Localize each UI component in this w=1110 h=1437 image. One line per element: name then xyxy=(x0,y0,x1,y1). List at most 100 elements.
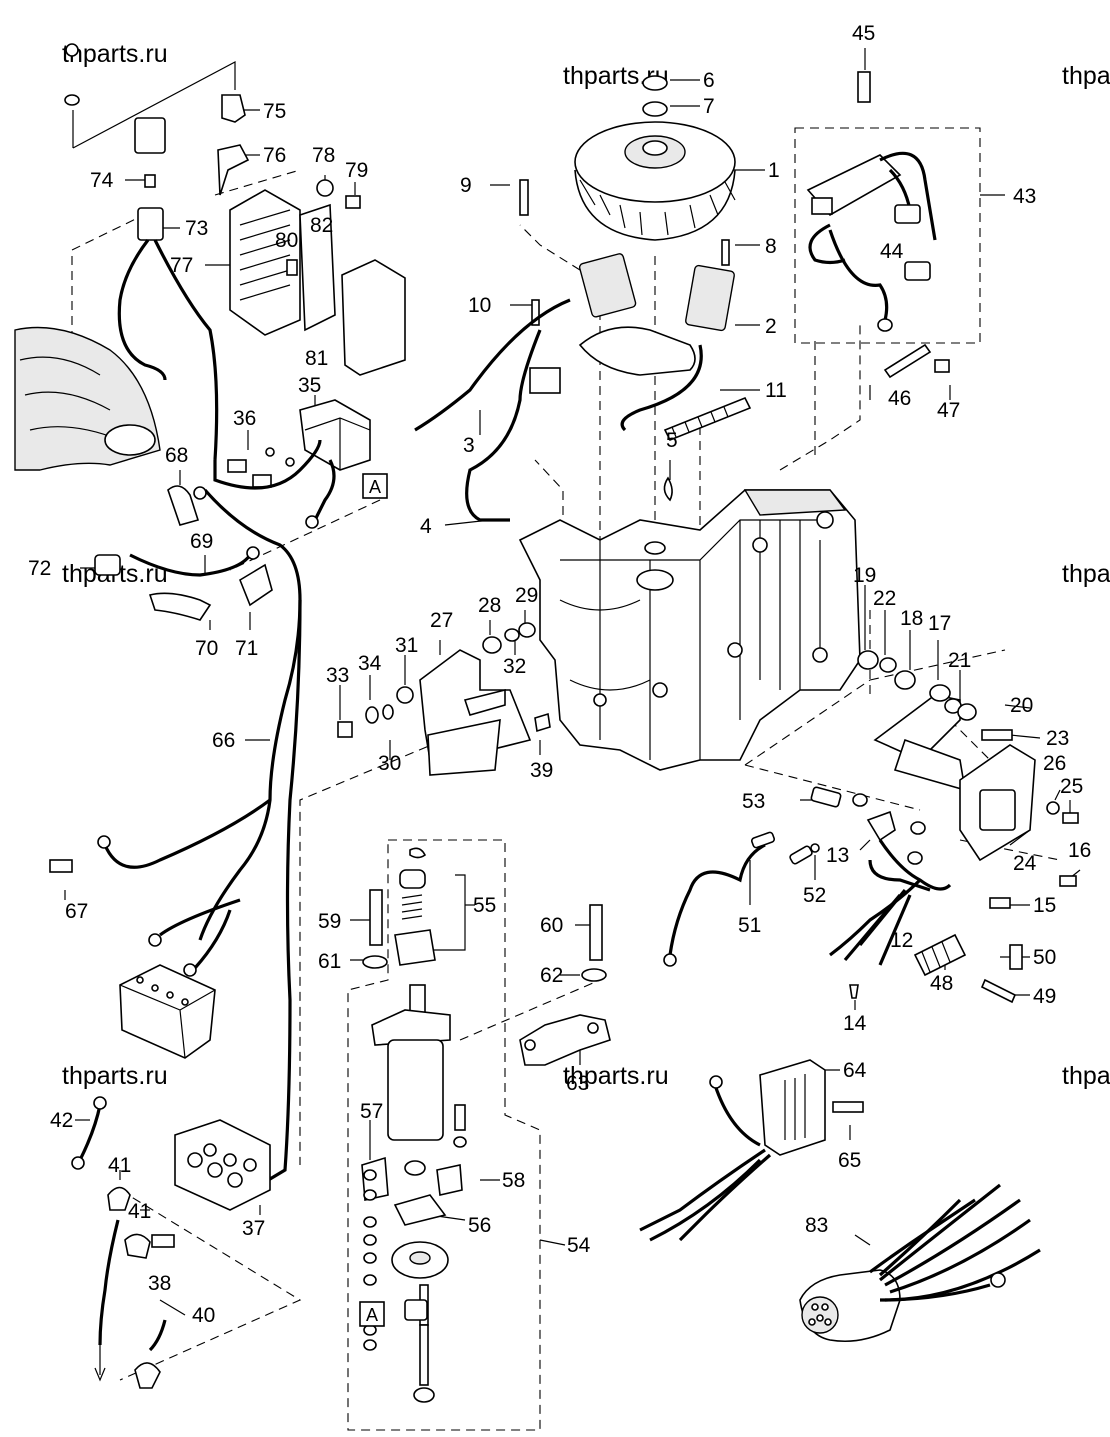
callout-label: 26 xyxy=(1043,752,1066,775)
callout-label: 62 xyxy=(540,964,563,987)
spacer-30 xyxy=(382,704,394,720)
bolt-47 xyxy=(934,359,950,373)
collar-78 xyxy=(316,179,334,197)
callout-label: 71 xyxy=(235,637,258,660)
callout-label: 4 xyxy=(420,515,432,538)
callout-label: 55 xyxy=(473,894,496,917)
callout-label: 9 xyxy=(460,174,472,197)
bolt-50 xyxy=(1009,944,1023,970)
switch-box-group xyxy=(71,1096,271,1389)
callout-label: 5 xyxy=(666,429,678,452)
callout-label: 34 xyxy=(358,652,382,675)
collar-55b xyxy=(399,869,426,889)
battery xyxy=(119,964,216,1059)
collar-22 xyxy=(879,657,897,673)
bolt-33 xyxy=(337,721,353,738)
callout-label: 1 xyxy=(768,159,780,182)
coil-group-outline xyxy=(794,127,981,344)
callout-label: 11 xyxy=(765,379,787,402)
bolt-38 xyxy=(151,1234,175,1248)
callout-label: 43 xyxy=(1013,185,1036,208)
brush-58 xyxy=(436,1164,463,1196)
grommet-28 xyxy=(482,636,502,654)
charge-coil xyxy=(578,253,637,318)
rectifier-64 xyxy=(759,1059,826,1156)
callout-label: 45 xyxy=(852,22,875,45)
callout-label: 16 xyxy=(1068,839,1091,862)
watermark-text: thparts.ru xyxy=(1062,560,1110,588)
washer-26 xyxy=(1046,801,1060,815)
bolt-25 xyxy=(1062,812,1079,824)
callout-label: 66 xyxy=(212,729,235,752)
nut-6 xyxy=(642,75,668,91)
callout-label: 20 xyxy=(1010,694,1033,717)
callout-label: 78 xyxy=(312,144,335,167)
washer-31 xyxy=(396,686,414,704)
ignition-coil xyxy=(806,71,950,379)
connector-box xyxy=(529,367,561,394)
bolt-59 xyxy=(369,889,383,946)
callout-label: 56 xyxy=(468,1214,491,1237)
plate-46 xyxy=(883,343,932,379)
ref-letter-a: A xyxy=(369,477,381,497)
callout-label: 65 xyxy=(838,1149,861,1172)
switch-box-37 xyxy=(174,1119,271,1211)
bolt-36a xyxy=(227,459,247,473)
bulb-41b xyxy=(124,1233,151,1259)
cover-81 xyxy=(341,259,406,376)
bolt-65 xyxy=(832,1101,864,1113)
bolt-15 xyxy=(989,897,1011,909)
callout-label: 53 xyxy=(742,790,765,813)
callout-label: 57 xyxy=(360,1100,383,1123)
sensor-53 xyxy=(810,786,842,808)
holder-56 xyxy=(393,1194,447,1226)
relay xyxy=(134,117,166,154)
callout-label: 27 xyxy=(430,609,453,632)
ref-letter-a: A xyxy=(366,1305,378,1325)
grommet-19 xyxy=(857,650,879,670)
callout-label: 15 xyxy=(1033,894,1056,917)
bracket-plate-27 xyxy=(337,622,551,776)
callout-label: 70 xyxy=(195,637,218,660)
callout-label: 80 xyxy=(275,229,298,252)
callout-label: 28 xyxy=(478,594,501,617)
watermark-text: thparts.ru xyxy=(62,1062,168,1090)
callout-label: 12 xyxy=(890,929,913,952)
bracket-76 xyxy=(217,144,250,196)
callout-label: 14 xyxy=(843,1012,867,1035)
callout-label: 32 xyxy=(503,655,526,678)
callout-label: 63 xyxy=(566,1072,589,1095)
grommet-18 xyxy=(894,670,916,690)
callout-label: 59 xyxy=(318,910,341,933)
callout-label: 81 xyxy=(305,347,328,370)
bulb-41a xyxy=(107,1186,131,1211)
callout-label: 37 xyxy=(242,1217,265,1240)
grommet-20 xyxy=(957,703,977,721)
connector-73 xyxy=(137,207,164,241)
bolt-79 xyxy=(345,195,361,209)
bracket-63 xyxy=(519,1014,611,1066)
fuse-74 xyxy=(144,174,156,188)
callout-label: 82 xyxy=(310,214,333,237)
callout-label: 47 xyxy=(937,399,960,422)
terminal-14 xyxy=(849,984,859,999)
bolt-9 xyxy=(519,179,529,216)
callout-label: 73 xyxy=(185,217,208,240)
callout-label: 76 xyxy=(263,144,286,167)
callout-label: 61 xyxy=(318,950,341,973)
callout-labels: 1 2 3 4 5 6 7 8 9 10 11 12 13 14 15 16 1… xyxy=(28,22,1091,1327)
bolt-60 xyxy=(589,904,603,961)
bolt-10 xyxy=(531,299,540,326)
relay-35 xyxy=(299,399,371,471)
washer-62 xyxy=(581,968,607,982)
washer-61 xyxy=(362,955,388,969)
callout-label: 35 xyxy=(298,374,321,397)
watermark-text: thparts.ru xyxy=(563,1062,669,1090)
callout-label: 69 xyxy=(190,530,213,553)
callout-label: 36 xyxy=(233,407,256,430)
cap-72 xyxy=(94,554,121,576)
callout-label: 13 xyxy=(826,844,849,867)
callout-label: 58 xyxy=(502,1169,525,1192)
bolt-8 xyxy=(721,239,730,266)
